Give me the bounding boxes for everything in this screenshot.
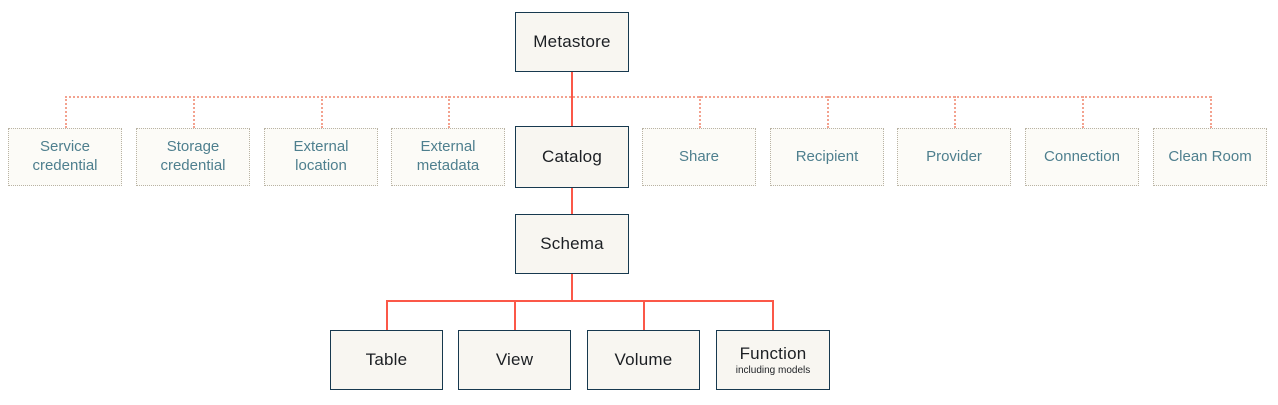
node-label: Share <box>678 147 720 165</box>
node-table: Table <box>330 330 443 390</box>
connector-branch-table <box>386 300 388 330</box>
node-external-metadata: External metadata <box>391 128 505 186</box>
connector-dotted-provider <box>954 96 956 128</box>
node-label: Recipient <box>795 147 859 165</box>
node-recipient: Recipient <box>770 128 884 186</box>
node-label: External metadata <box>416 138 480 174</box>
node-label: Schema <box>540 234 604 254</box>
connector-catalog-schema <box>571 188 573 214</box>
connector-metastore-catalog <box>571 72 573 126</box>
node-label: External location <box>293 138 349 174</box>
connector-branch-volume <box>643 300 645 330</box>
node-volume: Volume <box>587 330 700 390</box>
connector-dotted-service-credential <box>65 96 67 128</box>
node-service-credential: Service credential <box>8 128 122 186</box>
node-clean-room: Clean Room <box>1153 128 1267 186</box>
node-sublabel: including models <box>735 364 811 376</box>
node-storage-credential: Storage credential <box>136 128 250 186</box>
connector-branch-function <box>772 300 774 330</box>
node-label: Volume <box>614 350 673 370</box>
node-metastore: Metastore <box>515 12 629 72</box>
node-catalog: Catalog <box>515 126 629 188</box>
connector-dotted-external-location <box>321 96 323 128</box>
node-label: Catalog <box>542 147 602 167</box>
connector-dotted-storage-credential <box>193 96 195 128</box>
node-label: Provider <box>926 147 982 165</box>
node-label: Storage credential <box>160 138 226 174</box>
node-function: Function including models <box>716 330 830 390</box>
node-external-location: External location <box>264 128 378 186</box>
node-label: Metastore <box>533 32 611 52</box>
connector-branch-horizontal <box>386 300 774 302</box>
connector-dotted-clean-room <box>1210 96 1212 128</box>
node-label: Clean Room <box>1168 147 1252 165</box>
node-provider: Provider <box>897 128 1011 186</box>
node-connection: Connection <box>1025 128 1139 186</box>
node-label: Table <box>365 350 408 370</box>
node-share: Share <box>642 128 756 186</box>
node-label: Connection <box>1044 147 1120 165</box>
connector-dotted-recipient <box>827 96 829 128</box>
node-schema: Schema <box>515 214 629 274</box>
connector-dotted-share <box>699 96 701 128</box>
node-label: View <box>495 350 534 370</box>
node-label: Service credential <box>32 138 98 174</box>
connector-dotted-horizontal <box>65 96 1211 98</box>
connector-schema-branch <box>571 274 573 302</box>
node-view: View <box>458 330 571 390</box>
node-label: Function <box>739 343 807 363</box>
connector-dotted-external-metadata <box>448 96 450 128</box>
connector-branch-view <box>514 300 516 330</box>
connector-dotted-connection <box>1082 96 1084 128</box>
